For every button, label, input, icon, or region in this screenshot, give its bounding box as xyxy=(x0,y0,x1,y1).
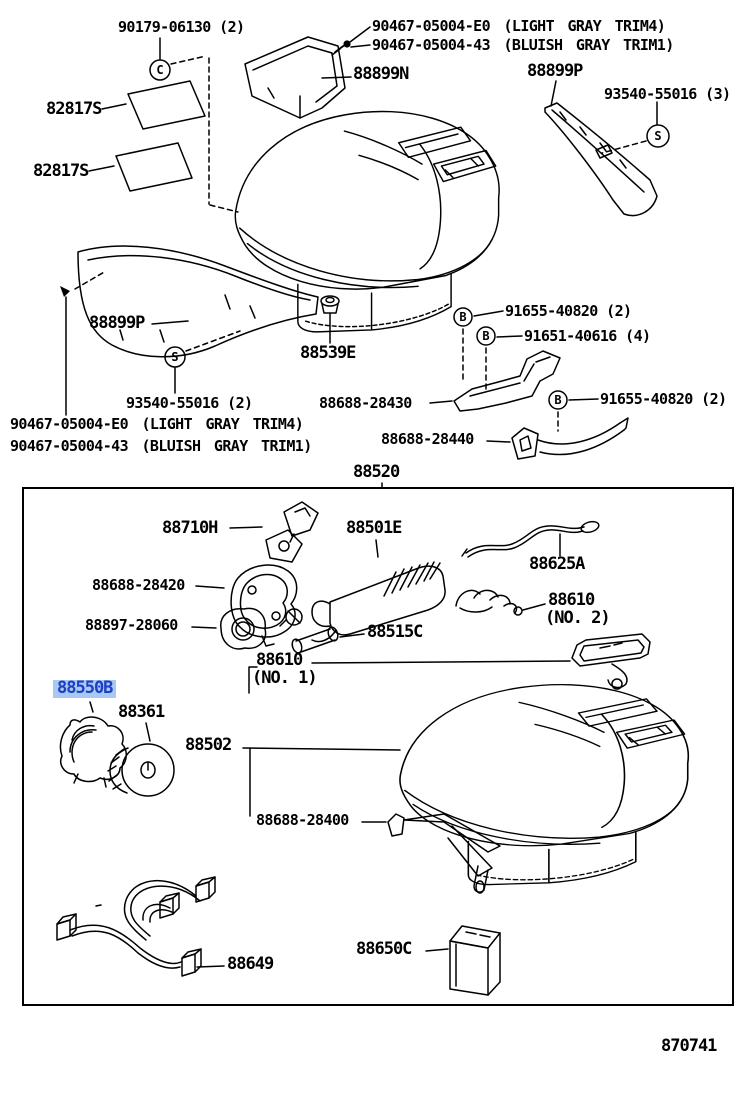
part-label-88539E[interactable]: 88539E xyxy=(300,343,356,363)
bolt-b3-fastener: B xyxy=(548,390,599,432)
part-label-82817S-1[interactable]: 82817S xyxy=(46,99,102,119)
sticker-82817S-2-drawing xyxy=(88,142,193,192)
side-trim-88899P-right-drawing xyxy=(544,80,658,217)
part-label-88610-no1-sub: (NO. 1) xyxy=(252,668,318,688)
screw-90467-drawing xyxy=(331,26,371,56)
part-label-88649[interactable]: 88649 xyxy=(227,954,274,974)
wire-88610-no2-drawing xyxy=(455,589,546,616)
svg-text:C: C xyxy=(156,63,163,77)
cooler-box-88502-drawing xyxy=(242,683,690,886)
part-label-88361[interactable]: 88361 xyxy=(118,702,165,722)
knob-88361-drawing xyxy=(107,722,175,797)
bracket-88688-28440-drawing xyxy=(486,417,629,460)
harness-88649-drawing xyxy=(56,876,225,977)
part-label-90179-06130[interactable]: 90179-06130 (2) xyxy=(118,18,245,36)
duct-88501E-drawing xyxy=(311,539,446,643)
part-label-93540-55016-3[interactable]: 93540-55016 (3) xyxy=(604,85,731,103)
part-label-88899P-left[interactable]: 88899P xyxy=(89,313,145,333)
plate-88610-no1-drawing xyxy=(248,633,651,694)
corner-trim-88899N-drawing xyxy=(244,36,352,119)
screw-s-left-fastener: S xyxy=(164,330,241,394)
clip-88710H-drawing xyxy=(229,501,319,563)
part-label-91655-40820-a[interactable]: 91655-40820 (2) xyxy=(505,302,632,320)
lower-trim-88899P-left-drawing xyxy=(60,245,319,416)
clip-c-fastener: C xyxy=(149,37,239,213)
part-label-90467-05004-43-b[interactable]: 90467-05004-43 (BLUISH GRAY TRIM1) xyxy=(10,437,312,455)
part-label-88688-28420[interactable]: 88688-28420 xyxy=(92,576,185,594)
part-label-90467-05004-E0[interactable]: 90467-05004-E0 (LIGHT GRAY TRIM4) xyxy=(372,17,666,35)
part-label-88897-28060[interactable]: 88897-28060 xyxy=(85,616,178,634)
part-label-88688-28440[interactable]: 88688-28440 xyxy=(381,430,474,448)
bracket-88688-28430-drawing xyxy=(429,350,561,412)
part-label-90467-05004-43[interactable]: 90467-05004-43 (BLUISH GRAY TRIM1) xyxy=(372,36,674,54)
svg-text:B: B xyxy=(554,393,561,407)
diagram-code-870741: 870741 xyxy=(661,1036,717,1056)
part-label-88610-no2[interactable]: 88610 xyxy=(548,590,595,610)
tube-88515C-drawing xyxy=(279,608,365,654)
part-label-82817S-2[interactable]: 82817S xyxy=(33,161,89,181)
svg-text:B: B xyxy=(459,310,466,324)
pad-88897-28060-drawing xyxy=(191,607,267,650)
bolt-b2-fastener: B xyxy=(476,326,523,390)
part-label-88502[interactable]: 88502 xyxy=(185,735,232,755)
svg-text:S: S xyxy=(654,129,661,143)
amplifier-88650C-drawing xyxy=(425,925,501,996)
grommet-88539E-drawing xyxy=(320,295,340,344)
part-label-88610-no2-sub: (NO. 2) xyxy=(545,608,611,628)
part-label-88899N[interactable]: 88899N xyxy=(353,64,409,84)
part-label-88710H[interactable]: 88710H xyxy=(162,518,218,538)
part-label-88899P-right[interactable]: 88899P xyxy=(527,61,583,81)
part-label-88610-no1[interactable]: 88610 xyxy=(256,650,303,670)
part-label-91655-40820-b[interactable]: 91655-40820 (2) xyxy=(600,390,727,408)
harness-88625A-drawing xyxy=(461,520,600,558)
thermostat-88550B-drawing xyxy=(59,701,127,788)
part-label-88688-28400[interactable]: 88688-28400 xyxy=(256,811,349,829)
part-label-88550B-selected[interactable]: 88550B xyxy=(53,679,117,698)
screw-s-right-fastener: S xyxy=(601,101,670,154)
cooler-box-top-drawing xyxy=(234,110,500,333)
bolt-b1-fastener: B xyxy=(453,307,504,384)
svg-text:B: B xyxy=(482,329,489,343)
part-label-88501E[interactable]: 88501E xyxy=(346,518,402,538)
bracket-88688-28400-drawing xyxy=(249,747,501,894)
part-label-91651-40616[interactable]: 91651-40616 (4) xyxy=(524,327,651,345)
part-label-88688-28430[interactable]: 88688-28430 xyxy=(319,394,412,412)
part-label-88650C[interactable]: 88650C xyxy=(356,939,412,959)
sticker-82817S-1-drawing xyxy=(101,80,206,130)
sub-assembly-frame-88520 xyxy=(22,487,734,1006)
assembly-label-88520[interactable]: 88520 xyxy=(353,462,400,482)
part-label-88625A[interactable]: 88625A xyxy=(529,554,585,574)
part-label-90467-05004-E0-b[interactable]: 90467-05004-E0 (LIGHT GRAY TRIM4) xyxy=(10,415,304,433)
part-label-88515C[interactable]: 88515C xyxy=(367,622,423,642)
svg-text:S: S xyxy=(171,350,178,364)
part-label-93540-55016-2[interactable]: 93540-55016 (2) xyxy=(126,394,253,412)
